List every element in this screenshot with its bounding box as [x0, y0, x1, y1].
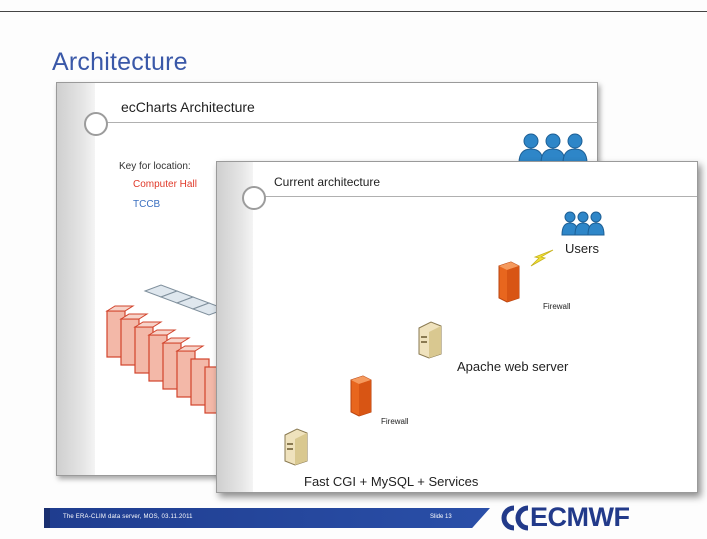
firewall-bottom-label: Firewall	[381, 417, 409, 426]
server-racks-illustration	[105, 284, 227, 414]
panel-title-rule	[95, 122, 597, 123]
panel-sidebar	[217, 162, 253, 492]
apache-label: Apache web server	[457, 359, 569, 374]
panel-circle-marker	[242, 186, 266, 210]
back-panel-title: ecCharts Architecture	[121, 99, 255, 115]
firewall-top-label: Firewall	[543, 302, 571, 311]
fastcgi-label: Fast CGI + MySQL + Services	[304, 474, 479, 489]
server-icon	[418, 321, 442, 359]
slide-title: Architecture	[52, 48, 188, 76]
current-architecture-panel: Current architecture Users Firewall Apac…	[216, 161, 698, 493]
key-label: Key for location:	[119, 161, 191, 172]
slide-number: Slide 13	[430, 514, 452, 520]
users-label: Users	[565, 241, 599, 256]
key-item-computer-hall: Computer Hall	[133, 179, 197, 190]
users-icon	[561, 211, 605, 236]
ecmwf-logo: ECMWF	[530, 502, 630, 532]
users-icon	[518, 133, 588, 164]
server-icon	[284, 428, 308, 466]
footer-band	[44, 508, 490, 528]
panel-circle-marker	[84, 112, 108, 136]
panel-title-rule	[253, 196, 697, 197]
ecmwf-logo-mark-icon	[501, 505, 529, 531]
front-panel-title: Current architecture	[274, 175, 381, 189]
panel-sidebar	[57, 83, 95, 475]
footer-text: The ERA-CLIM data server, MOS, 03.11.201…	[63, 514, 193, 520]
key-item-tccb: TCCB	[133, 199, 161, 210]
firewall-icon	[498, 261, 520, 303]
firewall-icon	[350, 375, 372, 417]
top-rule	[0, 11, 707, 12]
lightning-icon	[530, 249, 554, 267]
